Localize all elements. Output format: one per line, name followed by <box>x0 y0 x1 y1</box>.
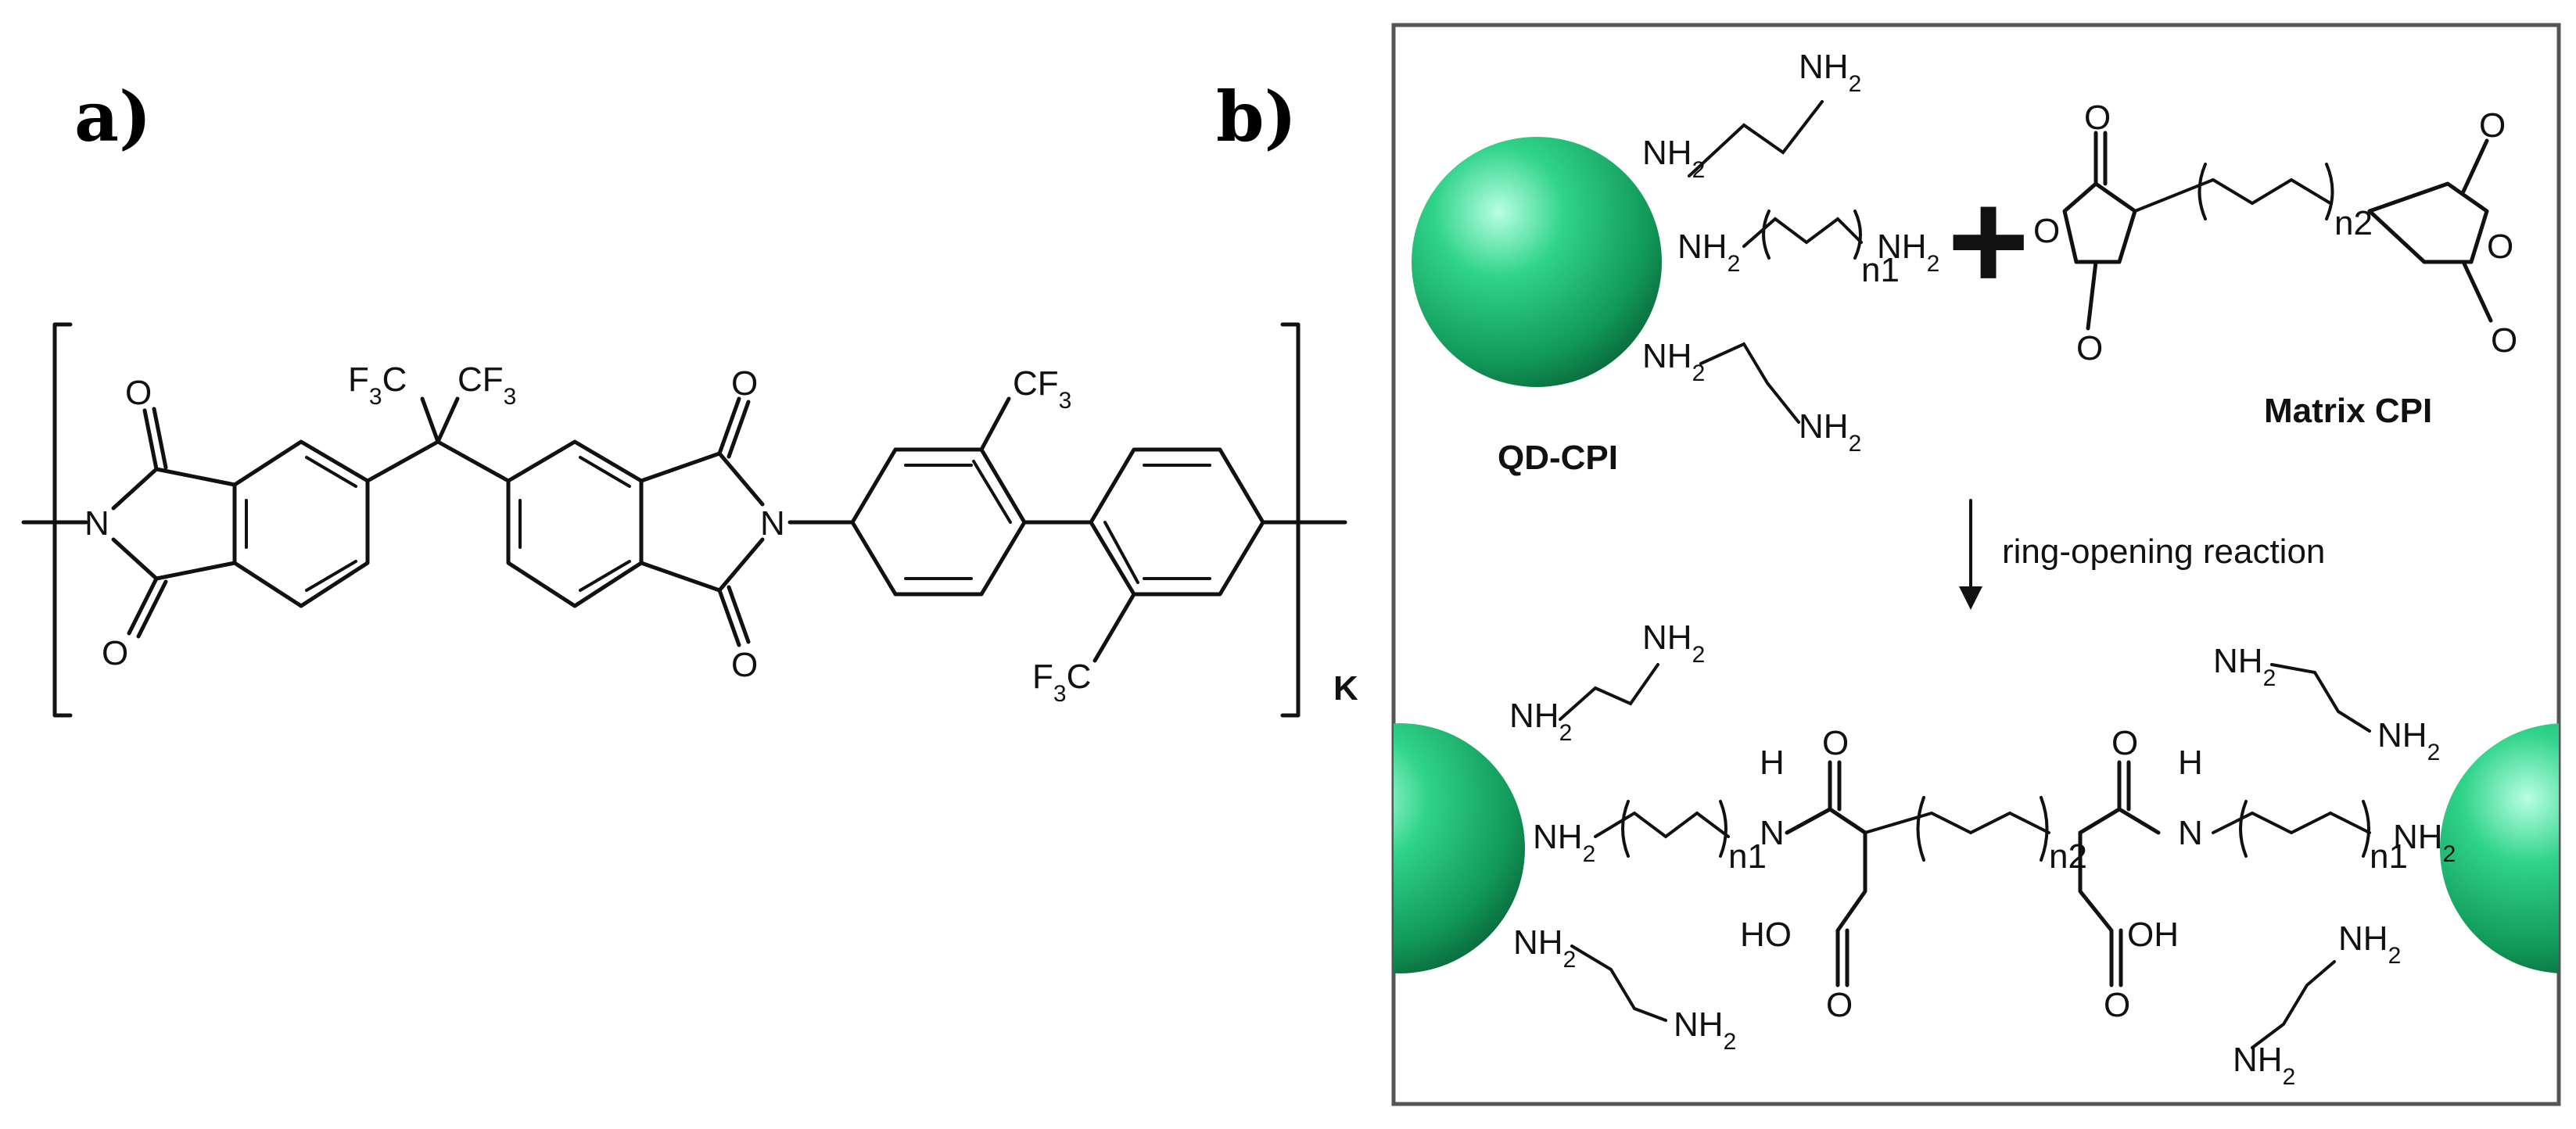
svg-text:O: O <box>2479 106 2506 145</box>
svg-text:O: O <box>2104 986 2130 1024</box>
ligand-right-upper: NH2 NH2 <box>2213 642 2440 765</box>
svg-text:O: O <box>2491 321 2517 360</box>
ligand-left-lower: NH2 NH2 <box>1513 923 1736 1055</box>
svg-text:NH2: NH2 <box>2377 716 2440 765</box>
matrix-cpi-molecule: O O O n2 O O O <box>2033 99 2517 367</box>
svg-text:O: O <box>1826 986 1853 1024</box>
svg-text:O: O <box>2487 228 2513 266</box>
svg-text:NH2: NH2 <box>1799 48 1861 97</box>
atom-f3c-bottom: F3C <box>1032 658 1091 707</box>
right-bracket <box>1280 322 1301 718</box>
atom-o3: O <box>731 364 758 403</box>
ligand-right-lower: NH2 NH2 <box>2233 919 2401 1090</box>
svg-text:NH2: NH2 <box>2233 1041 2295 1090</box>
svg-text:H: H <box>2178 744 2203 782</box>
svg-text:NH2: NH2 <box>1533 818 1595 867</box>
panel-b: b) QD-CPI NH2 NH2 NH2 n1 NH2 NH2 NH2 + <box>1216 23 2561 1106</box>
svg-text:NH2: NH2 <box>2338 919 2401 969</box>
left-bracket <box>52 322 73 718</box>
quantum-dot-sphere-right <box>2440 723 2559 973</box>
ligand-top-lower: NH2 NH2 <box>1642 337 1861 457</box>
plus-sign: + <box>1947 163 2029 320</box>
svg-text:NH2: NH2 <box>2213 642 2276 691</box>
svg-text:NH2: NH2 <box>1642 337 1705 386</box>
atom-o1: O <box>125 374 152 412</box>
svg-text:NH2: NH2 <box>1642 618 1705 668</box>
svg-text:HO: HO <box>1740 916 1792 954</box>
panel-a: a) K N O O F3C CF3 <box>21 76 1358 718</box>
quantum-dot-sphere-top <box>1412 137 1662 387</box>
svg-text:OH: OH <box>2127 916 2179 954</box>
atom-cf3-top: CF3 <box>1013 364 1071 414</box>
svg-text:NH2: NH2 <box>1677 228 1740 277</box>
panel-b-label: b) <box>1216 76 1297 157</box>
atom-o2: O <box>102 634 128 672</box>
panel-b-frame <box>1391 23 2561 1106</box>
svg-text:H: H <box>1760 744 1785 782</box>
reaction-arrow <box>1959 499 1982 610</box>
quantum-dot-sphere-left <box>1394 723 1525 973</box>
svg-text:O: O <box>1822 724 1849 762</box>
atom-n-right: N <box>760 504 785 543</box>
svg-text:NH2: NH2 <box>1674 1005 1736 1055</box>
label-matrix-cpi: Matrix CPI <box>2264 392 2432 430</box>
svg-text:n1: n1 <box>1728 837 1767 876</box>
reaction-label: ring-opening reaction <box>2002 532 2325 571</box>
svg-text:O: O <box>2111 724 2138 762</box>
atom-cf3-left: F3C <box>348 360 407 410</box>
svg-text:O: O <box>2076 329 2103 367</box>
ligand-left-upper: NH2 NH2 <box>1509 618 1705 746</box>
atom-cf3-right: CF3 <box>457 360 516 410</box>
svg-text:NH2: NH2 <box>1509 697 1572 746</box>
svg-text:O: O <box>2033 212 2060 250</box>
svg-text:NH2: NH2 <box>1799 407 1861 457</box>
svg-text:NH2: NH2 <box>1513 923 1576 973</box>
atom-n-left: N <box>84 504 109 543</box>
atom-o4: O <box>731 646 758 684</box>
label-qd-cpi: QD-CPI <box>1498 439 1618 477</box>
panel-a-label: a) <box>74 76 152 157</box>
ligand-top-upper: NH2 NH2 <box>1642 48 1861 183</box>
svg-text:NH2: NH2 <box>1642 134 1705 183</box>
svg-text:N: N <box>2178 814 2203 852</box>
repeat-subscript: K <box>1333 669 1358 708</box>
svg-text:n1: n1 <box>2370 837 2408 876</box>
svg-text:N: N <box>1760 814 1785 852</box>
svg-text:n2: n2 <box>2334 204 2373 242</box>
svg-text:O: O <box>2084 99 2111 137</box>
svg-text:n1: n1 <box>1861 251 1900 289</box>
product-chain: NH2 n1 N H O HO O n2 O OH O N <box>1533 724 2456 1024</box>
ligand-top-middle: NH2 n1 NH2 <box>1677 210 1939 289</box>
